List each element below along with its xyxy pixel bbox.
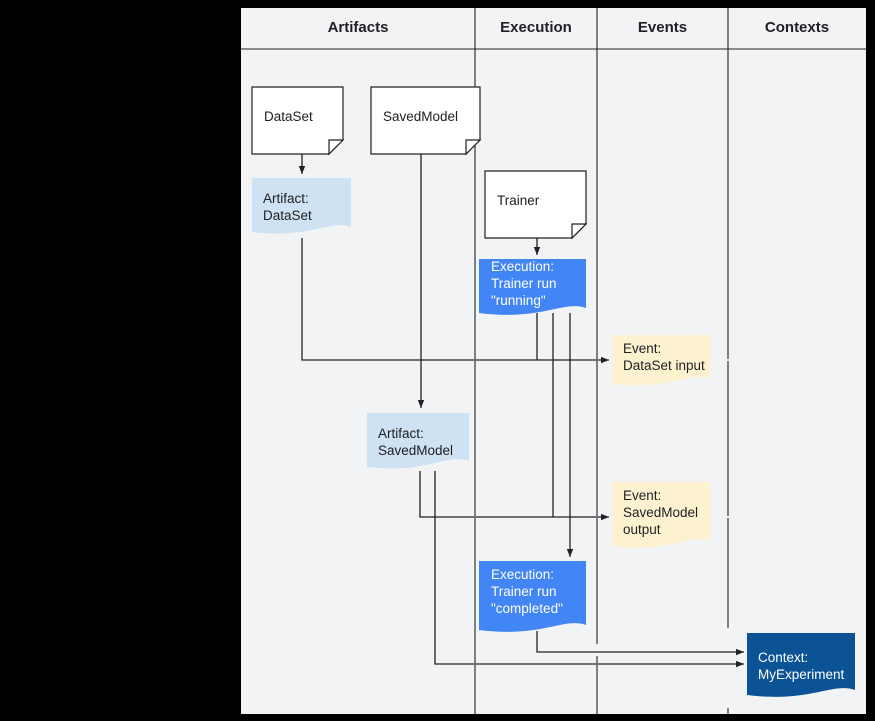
node-context-myexperiment[interactable] — [747, 633, 855, 697]
edge-artifact-savedmodel-to-context — [434, 471, 744, 668]
edge-artifact-dataset-to-event-input — [301, 238, 609, 364]
node-execution-running[interactable] — [479, 259, 586, 315]
node-event-dataset-input[interactable] — [612, 335, 710, 386]
node-artifact-dataset[interactable] — [252, 178, 351, 234]
node-execution-completed[interactable] — [479, 561, 586, 632]
diagram-graphics — [241, 8, 866, 714]
node-trainer-document[interactable] — [484, 170, 588, 240]
diagram-canvas: Artifacts Execution Events Contexts — [241, 8, 866, 714]
column-header-artifacts: Artifacts — [327, 19, 389, 36]
column-header-events: Events — [637, 19, 688, 36]
edge-artifact-savedmodel-to-event-output — [419, 471, 609, 521]
edge-execution-completed-to-context — [536, 631, 744, 656]
node-savedmodel-document[interactable] — [370, 86, 482, 156]
column-header-contexts: Contexts — [764, 19, 830, 36]
node-artifact-savedmodel[interactable] — [367, 413, 469, 469]
node-event-savedmodel-output[interactable] — [612, 482, 710, 548]
column-header-execution: Execution — [500, 19, 572, 36]
node-dataset-document[interactable] — [251, 86, 345, 156]
